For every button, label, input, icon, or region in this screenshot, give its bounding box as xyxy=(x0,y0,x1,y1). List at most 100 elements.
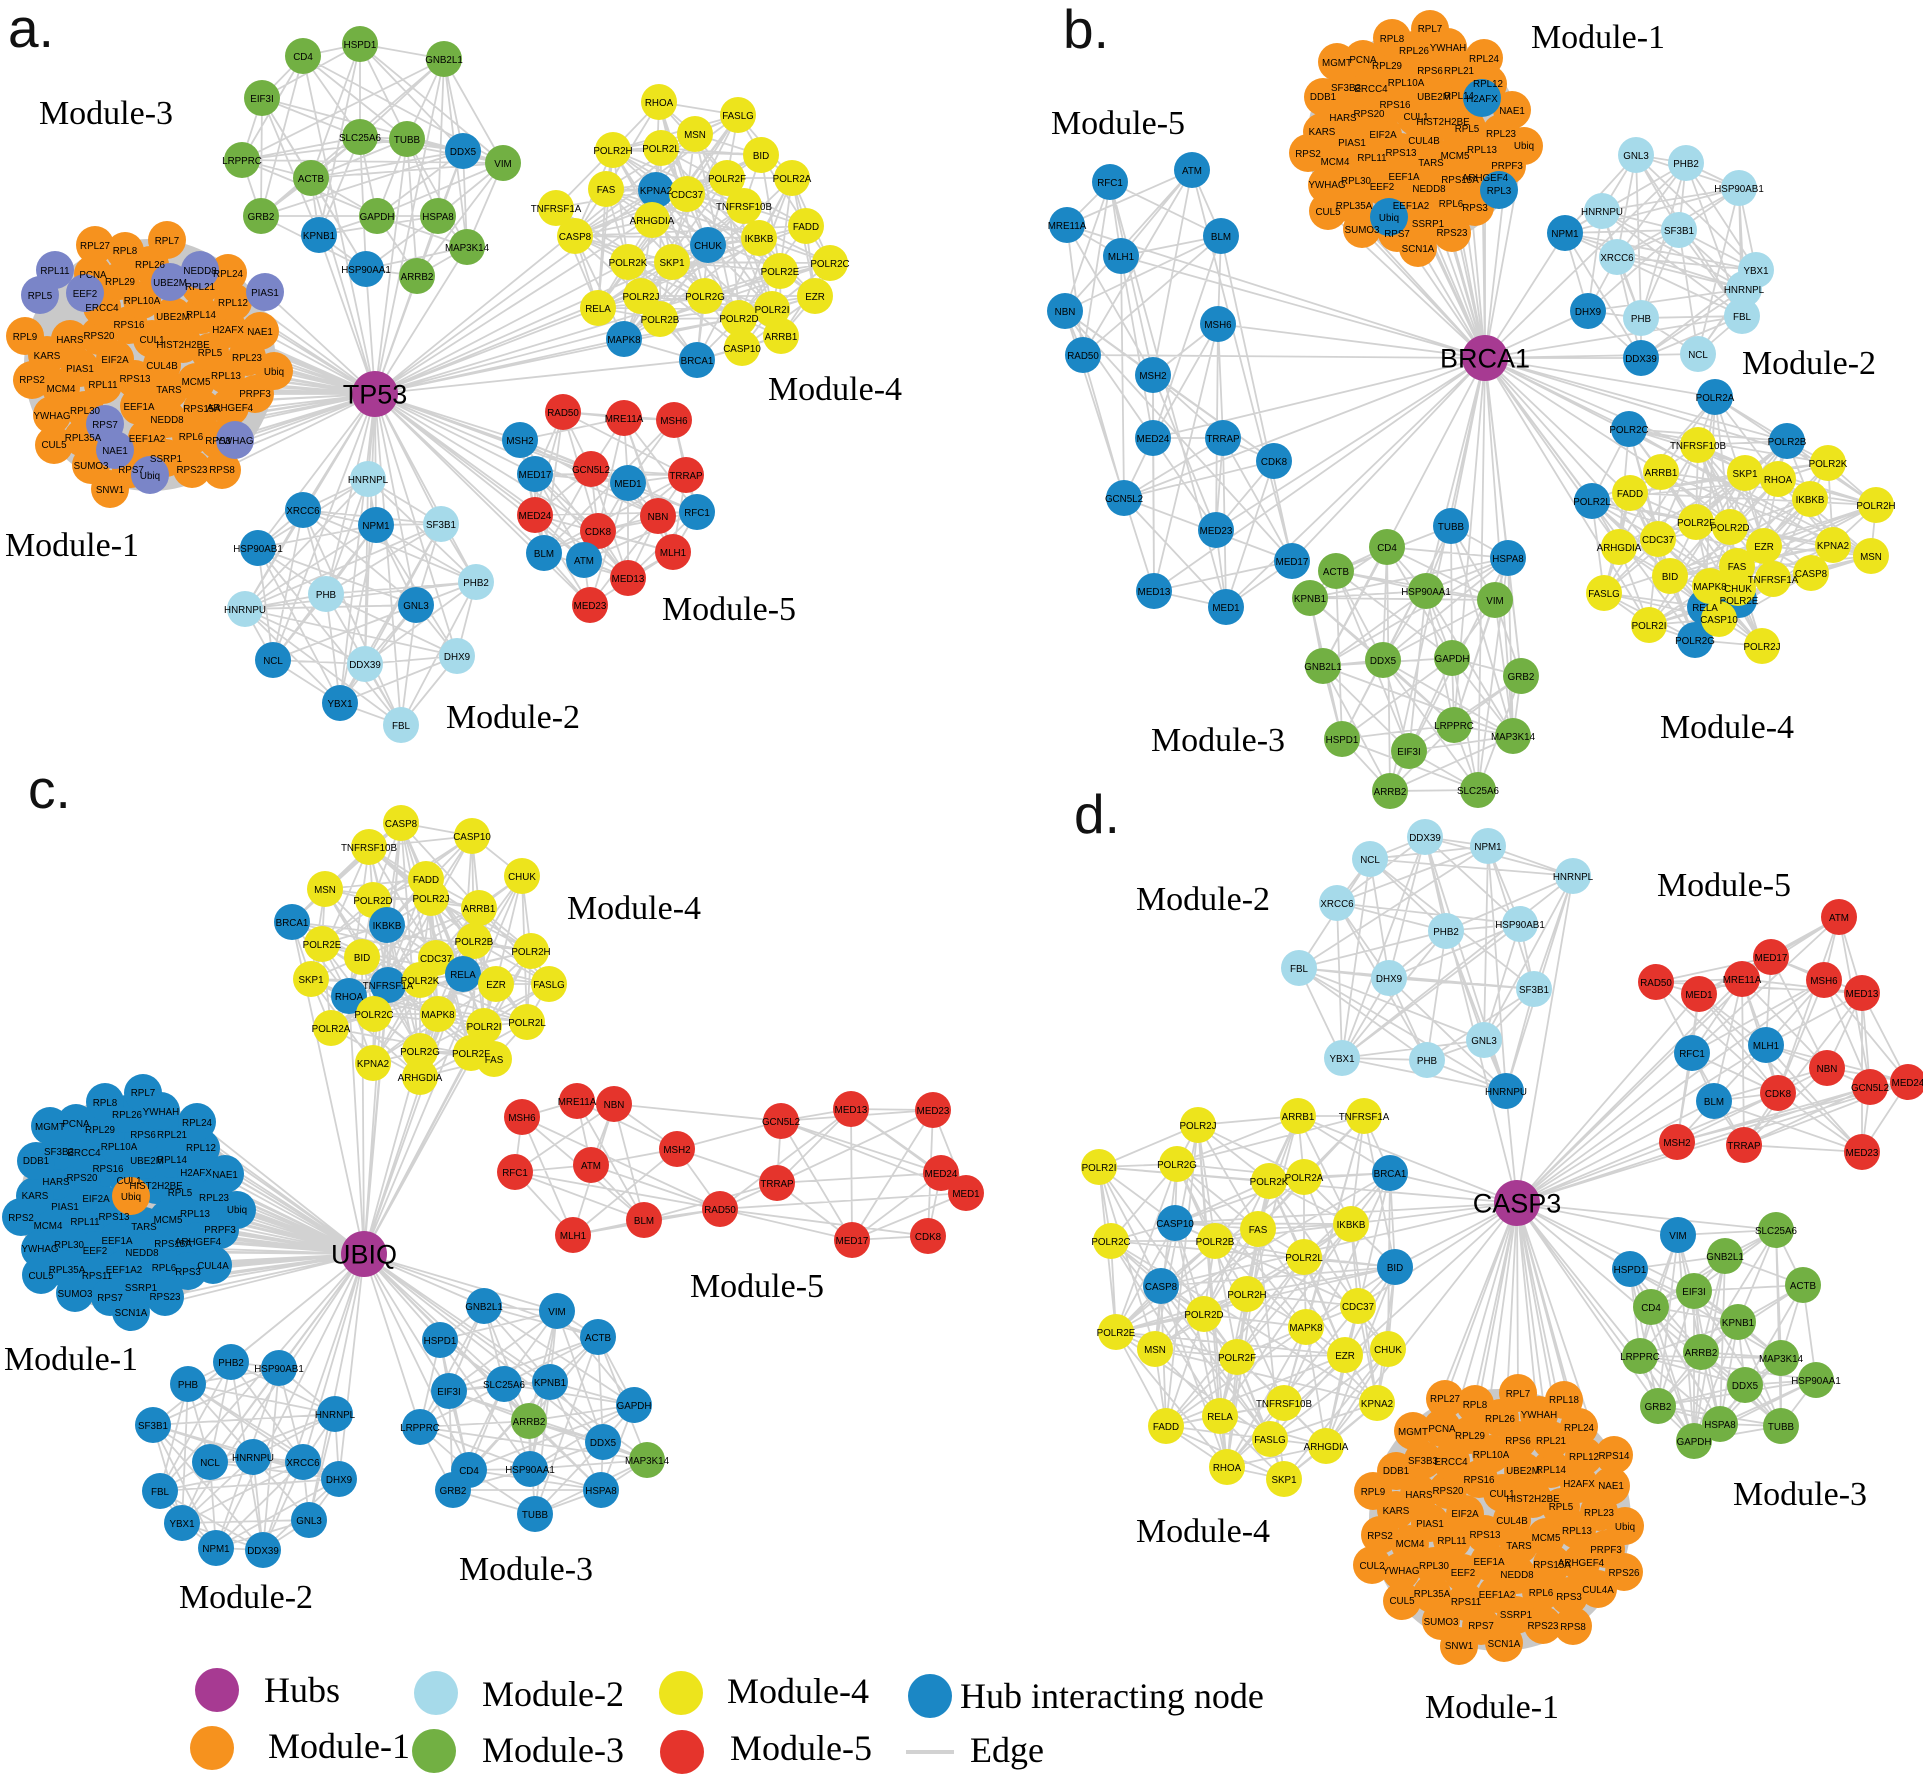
svg-text:BRCA1: BRCA1 xyxy=(276,918,309,929)
svg-text:CHUK: CHUK xyxy=(508,872,536,883)
svg-text:RPS2: RPS2 xyxy=(8,1213,34,1224)
svg-text:CHUK: CHUK xyxy=(1724,584,1752,595)
svg-text:MED13: MED13 xyxy=(1138,587,1171,598)
svg-text:HSP90AB1: HSP90AB1 xyxy=(233,544,283,555)
svg-text:GNB2L1: GNB2L1 xyxy=(1706,1252,1744,1263)
svg-text:GNB2L1: GNB2L1 xyxy=(425,55,463,66)
svg-text:ACTB: ACTB xyxy=(1790,1281,1817,1292)
svg-text:RPS16: RPS16 xyxy=(92,1164,124,1175)
svg-text:RPL11: RPL11 xyxy=(70,1217,99,1228)
svg-text:VIM: VIM xyxy=(1486,596,1503,607)
svg-text:ARHGEF4: ARHGEF4 xyxy=(175,1237,222,1248)
svg-text:CDC37: CDC37 xyxy=(671,190,703,201)
svg-text:DHX9: DHX9 xyxy=(326,1475,352,1486)
svg-text:MSH2: MSH2 xyxy=(1663,1138,1690,1149)
svg-text:RPL8: RPL8 xyxy=(113,246,138,257)
svg-text:Hubs: Hubs xyxy=(264,1670,340,1710)
svg-text:FBL: FBL xyxy=(1733,312,1752,323)
svg-text:VIM: VIM xyxy=(494,159,511,170)
svg-text:NEDD8: NEDD8 xyxy=(1500,1570,1534,1581)
svg-text:RPL12: RPL12 xyxy=(1473,79,1503,90)
svg-text:KARS: KARS xyxy=(22,1191,49,1202)
svg-text:MAPK8: MAPK8 xyxy=(421,1010,455,1021)
svg-text:PHB2: PHB2 xyxy=(218,1358,244,1369)
svg-text:Module-2: Module-2 xyxy=(179,1579,313,1616)
svg-text:CHUK: CHUK xyxy=(1374,1345,1402,1356)
svg-text:FADD: FADD xyxy=(1617,489,1643,500)
svg-text:MGMT: MGMT xyxy=(1398,1427,1428,1438)
svg-text:RPS23: RPS23 xyxy=(1527,1621,1559,1632)
svg-text:NPM1: NPM1 xyxy=(1474,842,1501,853)
svg-text:DDB1: DDB1 xyxy=(1310,92,1336,103)
svg-text:RPL24: RPL24 xyxy=(1564,1423,1595,1434)
svg-text:H2AFX: H2AFX xyxy=(212,325,244,336)
svg-text:TNFRSF1A: TNFRSF1A xyxy=(531,204,582,215)
svg-text:POLR2B: POLR2B xyxy=(1768,437,1807,448)
svg-text:NBN: NBN xyxy=(1817,1064,1838,1075)
svg-text:Module-5: Module-5 xyxy=(730,1728,872,1768)
svg-text:Module-1: Module-1 xyxy=(268,1726,410,1766)
svg-text:CASP10: CASP10 xyxy=(453,832,491,843)
svg-text:NBN: NBN xyxy=(1055,307,1076,318)
svg-text:RPL35A: RPL35A xyxy=(49,1265,86,1276)
svg-text:RPS16: RPS16 xyxy=(113,320,145,331)
svg-text:PCNA: PCNA xyxy=(1428,1424,1456,1435)
svg-text:RPS15A: RPS15A xyxy=(1533,1560,1571,1571)
svg-text:TNFRSF1A: TNFRSF1A xyxy=(1339,1112,1390,1123)
svg-text:GRB2: GRB2 xyxy=(1645,1402,1672,1413)
svg-text:FAS: FAS xyxy=(1728,562,1747,573)
svg-text:MRE11A: MRE11A xyxy=(1048,221,1087,232)
svg-text:Module-5: Module-5 xyxy=(690,1268,824,1305)
svg-text:NPM1: NPM1 xyxy=(202,1544,229,1555)
svg-text:DDX5: DDX5 xyxy=(450,147,477,158)
svg-text:Ubiq: Ubiq xyxy=(121,1192,141,1203)
svg-text:RELA: RELA xyxy=(1207,1412,1233,1423)
svg-text:PHB2: PHB2 xyxy=(463,578,489,589)
svg-text:HNRNPL: HNRNPL xyxy=(315,1410,356,1421)
svg-text:RPL11: RPL11 xyxy=(1437,1536,1466,1547)
svg-text:PHB: PHB xyxy=(1631,314,1652,325)
svg-text:ARRB1: ARRB1 xyxy=(1645,468,1678,479)
svg-text:RPL13: RPL13 xyxy=(1467,145,1498,156)
svg-text:GNL3: GNL3 xyxy=(403,601,429,612)
svg-text:POLR2J: POLR2J xyxy=(1743,642,1780,653)
svg-text:XRCC6: XRCC6 xyxy=(1600,253,1634,264)
svg-text:DDX39: DDX39 xyxy=(349,660,381,671)
svg-text:Module-5: Module-5 xyxy=(662,591,796,628)
svg-text:MED1: MED1 xyxy=(1212,603,1239,614)
svg-text:IKBKB: IKBKB xyxy=(1796,495,1825,506)
svg-text:YWHAH: YWHAH xyxy=(1430,43,1466,54)
svg-text:TRRAP: TRRAP xyxy=(669,471,703,482)
svg-text:POLR2D: POLR2D xyxy=(719,314,758,325)
svg-text:MED23: MED23 xyxy=(1200,526,1233,537)
svg-text:BLM: BLM xyxy=(1211,232,1231,243)
svg-text:DDX5: DDX5 xyxy=(1370,656,1397,667)
svg-text:TNFRSF10B: TNFRSF10B xyxy=(716,202,773,213)
svg-text:SLC25A6: SLC25A6 xyxy=(1755,1226,1797,1237)
svg-text:DDX39: DDX39 xyxy=(1625,354,1657,365)
svg-text:NPM1: NPM1 xyxy=(362,521,389,532)
svg-text:EZR: EZR xyxy=(486,980,506,991)
svg-text:CDK8: CDK8 xyxy=(915,1232,942,1243)
svg-text:YWHAG: YWHAG xyxy=(1382,1566,1419,1577)
svg-text:ATM: ATM xyxy=(574,556,594,567)
svg-text:FASLG: FASLG xyxy=(533,980,565,991)
svg-text:Module-5: Module-5 xyxy=(1657,867,1791,904)
svg-text:POLR2H: POLR2H xyxy=(1856,501,1895,512)
svg-text:TUBB: TUBB xyxy=(394,135,421,146)
svg-text:POLR2G: POLR2G xyxy=(400,1047,440,1058)
svg-text:MAP3K14: MAP3K14 xyxy=(1491,732,1536,743)
svg-text:MED1: MED1 xyxy=(1685,990,1712,1001)
svg-text:CHUK: CHUK xyxy=(694,241,722,252)
svg-text:HSP90AA1: HSP90AA1 xyxy=(505,1465,555,1476)
svg-text:SKP1: SKP1 xyxy=(1271,1475,1296,1486)
svg-text:SF3B1: SF3B1 xyxy=(426,520,456,531)
svg-text:POLR2K: POLR2K xyxy=(1809,459,1848,470)
svg-text:Module-3: Module-3 xyxy=(1733,1476,1867,1513)
svg-text:SCN1A: SCN1A xyxy=(1402,244,1435,255)
svg-text:RPS2: RPS2 xyxy=(19,375,45,386)
svg-text:GRB2: GRB2 xyxy=(1508,672,1535,683)
svg-text:PRPF3: PRPF3 xyxy=(239,389,271,400)
svg-text:DHX9: DHX9 xyxy=(1376,974,1402,985)
svg-text:TUBB: TUBB xyxy=(1768,1422,1795,1433)
